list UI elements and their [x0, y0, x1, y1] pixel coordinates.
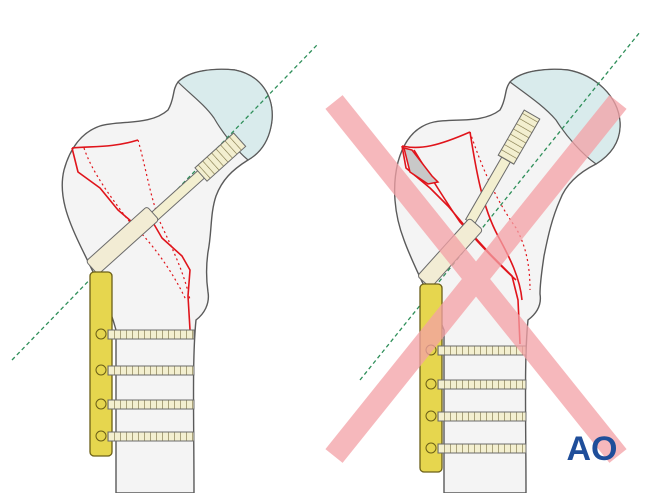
cortical-screw — [425, 442, 527, 454]
cortical-screw — [95, 328, 195, 340]
fracture-dotted-line — [83, 147, 187, 301]
cortical-screw — [95, 398, 195, 410]
displaced-fragment — [402, 146, 440, 185]
fracture-dotted-line — [137, 139, 191, 301]
incorrect-fixation-panel — [325, 31, 641, 493]
lag-screw — [141, 132, 247, 229]
ao-logo-text: AO — [567, 430, 618, 468]
guide-line — [359, 31, 641, 381]
cortical-screw — [425, 378, 527, 390]
cortical-screw — [95, 364, 195, 376]
fracture-line — [71, 139, 139, 149]
cross-out-mark — [325, 95, 627, 463]
lag-screw — [464, 109, 541, 226]
fracture-line — [401, 131, 471, 149]
cortical-screw — [425, 344, 527, 356]
cortical-screw — [95, 430, 195, 442]
cortical-screw — [425, 410, 527, 422]
correct-fixation-panel — [11, 43, 319, 493]
ao-logo: AO — [567, 430, 618, 468]
side-plate — [89, 271, 113, 457]
cross-stroke — [325, 95, 627, 463]
cortical-screws — [95, 328, 195, 442]
femoral-head-cartilage — [177, 68, 273, 161]
plate-barrel — [86, 207, 159, 274]
